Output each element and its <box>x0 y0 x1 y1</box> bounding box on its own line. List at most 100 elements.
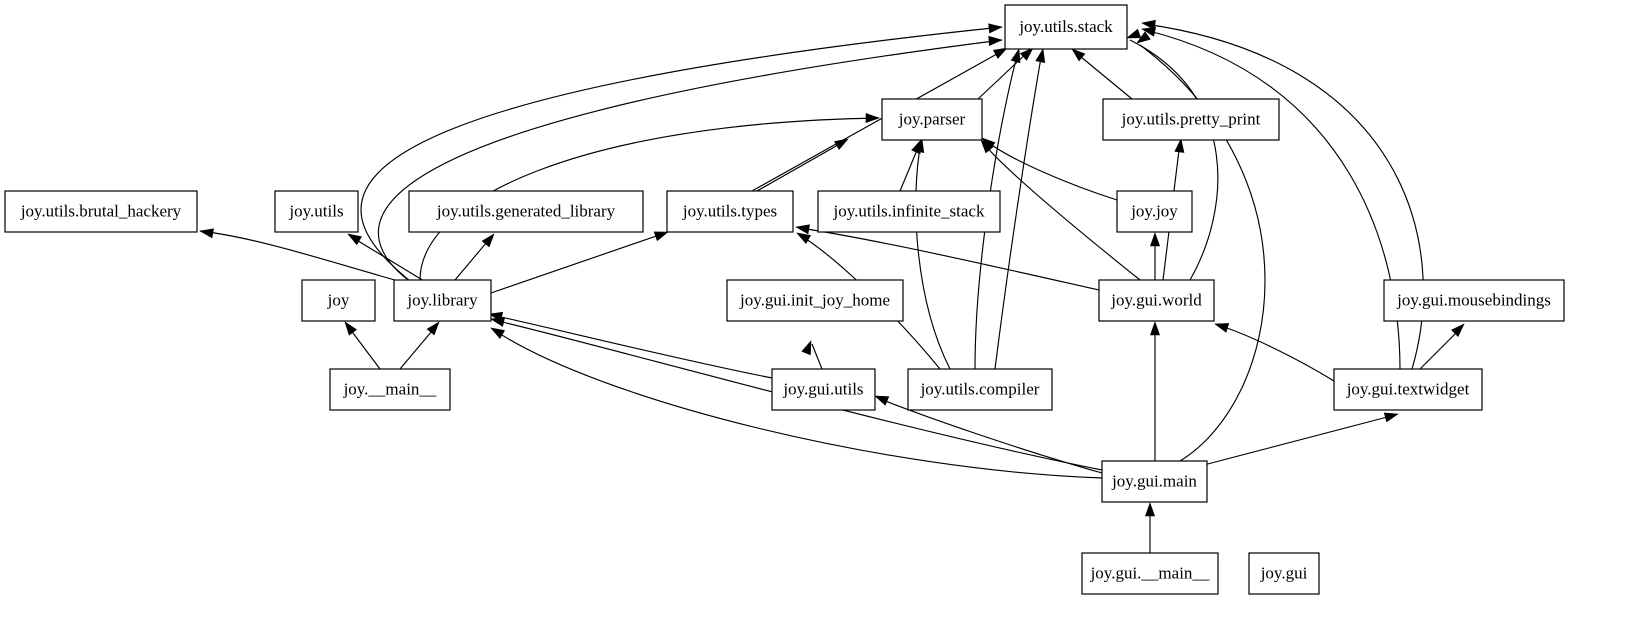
node-label-joy.parser: joy.parser <box>898 109 966 128</box>
node-rect-joy.gui.init_joy_home <box>726 279 904 322</box>
arrowhead-compiler-to-stack-a <box>1010 48 1021 64</box>
node-joy.library[interactable]: joy.library <box>393 279 492 322</box>
edge-library-to-utils <box>349 235 425 282</box>
node-rect-joy.gui.utils <box>771 368 876 411</box>
arrowhead-world-to-types <box>795 224 810 235</box>
node-label-joy.utils.stack: joy.utils.stack <box>1018 17 1113 36</box>
arrowhead-parser-to-stack <box>1019 47 1034 61</box>
node-joy.gui.textwidget[interactable]: joy.gui.textwidget <box>1333 368 1483 411</box>
node-label-joy.joy: joy.joy <box>1130 201 1178 220</box>
arrowhead-world-to-joyjoy <box>1149 232 1161 247</box>
arrowhead-library-to-utils <box>347 233 362 246</box>
node-joy.utils[interactable]: joy.utils <box>274 190 359 233</box>
node-rect-joy.gui.mousebindings <box>1383 279 1565 322</box>
arrowhead-textwidget-to-stack-b <box>1141 19 1156 30</box>
edge-textwidget-to-world <box>1217 324 1335 382</box>
arrowhead-library-to-types <box>653 231 669 242</box>
arrowhead-guimain-to-stack <box>1136 31 1151 44</box>
node-label-joy.utils.compiler: joy.utils.compiler <box>920 379 1040 398</box>
node-rect-joy.utils.stack <box>1004 4 1128 50</box>
node-label-joy.gui.textwidget: joy.gui.textwidget <box>1346 379 1470 398</box>
node-rect-joy.gui.__main__ <box>1081 552 1219 595</box>
arrowhead-types-to-stack <box>992 47 1008 59</box>
node-rect-joy.joy <box>1116 190 1193 233</box>
arrowhead-library-to-brutal <box>199 228 214 239</box>
node-joy.utils.types[interactable]: joy.utils.types <box>666 190 794 233</box>
node-joy.parser[interactable]: joy.parser <box>881 98 983 141</box>
node-joy.utils.generated_library[interactable]: joy.utils.generated_library <box>408 190 644 233</box>
node-label-joy.gui.mousebindings: joy.gui.mousebindings <box>1396 290 1551 309</box>
node-joy.gui.init_joy_home[interactable]: joy.gui.init_joy_home <box>726 279 904 322</box>
arrowhead-library-to-stack-b <box>988 35 1003 46</box>
edge-compiler-to-stack-b <box>994 51 1043 370</box>
node-rect-joy.utils.brutal_hackery <box>4 190 198 233</box>
node-rect-joy.utils <box>274 190 359 233</box>
arrowhead-guimain-to-textwidget <box>1383 412 1399 423</box>
node-label-joy.utils.generated_library: joy.utils.generated_library <box>436 201 616 220</box>
edge-library-to-stack-b <box>377 39 1003 286</box>
edge-parser-to-stack <box>977 49 1031 100</box>
node-rect-joy.utils.generated_library <box>408 190 644 233</box>
node-joy.utils.compiler[interactable]: joy.utils.compiler <box>907 368 1053 411</box>
node-label-joy.gui.world: joy.gui.world <box>1110 290 1202 309</box>
arrowhead-world-to-parser <box>980 139 994 154</box>
edge-guiutils-to-initjoyhome <box>811 343 823 370</box>
node-joy.__main__[interactable]: joy.__main__ <box>329 368 451 411</box>
arrowhead-library-to-genlib <box>481 233 495 248</box>
node-joy.utils.pretty_print[interactable]: joy.utils.pretty_print <box>1102 98 1280 141</box>
edge-world-to-parser <box>982 142 1141 281</box>
edge-guimain-to-guiutils <box>877 397 1103 474</box>
edge-joyjoy-to-parser <box>984 139 1118 201</box>
node-label-joy.gui.__main__: joy.gui.__main__ <box>1090 563 1210 582</box>
arrowhead-main-to-library <box>426 321 440 336</box>
node-label-joy.gui: joy.gui <box>1260 563 1308 582</box>
node-joy.gui.mousebindings[interactable]: joy.gui.mousebindings <box>1383 279 1565 322</box>
node-joy[interactable]: joy <box>301 279 376 322</box>
node-joy.gui.world[interactable]: joy.gui.world <box>1098 279 1215 322</box>
arrowhead-guimain-to-library-a <box>490 317 506 327</box>
arrowhead-types-to-parser <box>833 138 849 151</box>
node-rect-joy.__main__ <box>329 368 451 411</box>
node-joy.gui[interactable]: joy.gui <box>1248 552 1320 595</box>
node-label-joy.__main__: joy.__main__ <box>343 379 437 398</box>
edge-library-to-brutal <box>199 230 403 283</box>
node-label-joy.utils.brutal_hackery: joy.utils.brutal_hackery <box>20 201 182 220</box>
node-joy.utils.brutal_hackery[interactable]: joy.utils.brutal_hackery <box>4 190 198 233</box>
node-joy.utils.stack[interactable]: joy.utils.stack <box>1004 4 1128 50</box>
arrowhead-textwidget-to-world <box>1214 323 1230 333</box>
node-joy.gui.main[interactable]: joy.gui.main <box>1101 460 1208 503</box>
arrowhead-world-to-prettyprint <box>1174 138 1185 153</box>
edge-types-to-stack <box>751 49 1005 192</box>
node-rect-joy.utils.types <box>666 190 794 233</box>
edge-prettyprint-to-stack <box>1074 51 1133 100</box>
node-label-joy.utils: joy.utils <box>288 201 343 220</box>
node-label-joy.utils.types: joy.utils.types <box>682 201 777 220</box>
edge-library-to-types <box>490 232 666 294</box>
node-joy.gui.__main__[interactable]: joy.gui.__main__ <box>1081 552 1219 595</box>
edge-guimain-to-library-a <box>493 319 1103 471</box>
arrowhead-guimainmod-to-guimain <box>1144 502 1156 517</box>
arrowhead-textwidget-to-stack-a <box>1141 26 1157 37</box>
nodes-layer: joy.utils.stack joy.parser joy.utils.prett… <box>4 4 1565 595</box>
node-rect-joy.gui.world <box>1098 279 1215 322</box>
edge-types-to-parser <box>756 140 846 192</box>
node-rect-joy.gui.textwidget <box>1333 368 1483 411</box>
node-rect-joy <box>301 279 376 322</box>
node-joy.joy[interactable]: joy.joy <box>1116 190 1193 233</box>
node-rect-joy.library <box>393 279 492 322</box>
node-rect-joy.parser <box>881 98 983 141</box>
node-joy.utils.infinite_stack[interactable]: joy.utils.infinite_stack <box>817 190 1001 233</box>
node-label-joy.utils.infinite_stack: joy.utils.infinite_stack <box>833 201 985 220</box>
arrowhead-guimain-to-world <box>1149 321 1161 336</box>
edge-world-to-types <box>799 227 1100 291</box>
edge-library-to-parser <box>419 117 880 281</box>
node-joy.gui.utils[interactable]: joy.gui.utils <box>771 368 876 411</box>
edge-guiutils-to-library <box>491 314 773 379</box>
node-rect-joy.utils.pretty_print <box>1102 98 1280 141</box>
node-label-joy.gui.init_joy_home: joy.gui.init_joy_home <box>739 290 890 309</box>
node-rect-joy.gui.main <box>1101 460 1208 503</box>
arrowhead-textwidget-to-mousebind <box>1451 323 1465 337</box>
arrowhead-library-to-stack-a <box>988 23 1003 34</box>
arrowhead-prettyprint-to-stack <box>1071 48 1086 62</box>
